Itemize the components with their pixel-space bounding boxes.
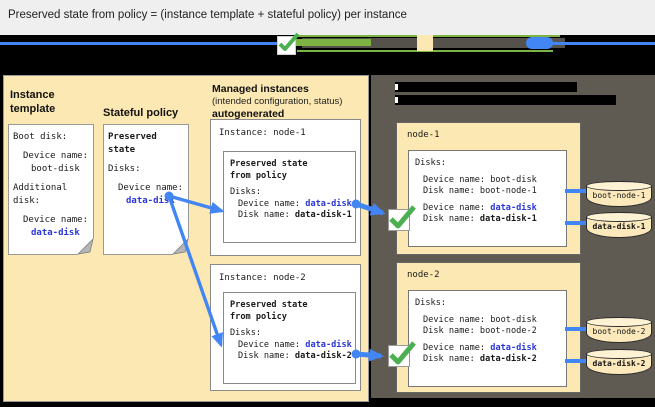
disk-attachment-line [565,327,588,331]
vm-disks-box: Disks: Device name: boot-disk Disk name:… [408,290,567,387]
stateful-check-icon [388,205,416,231]
managed-instances-heading: Managed instances (intended configuratio… [212,83,370,121]
stateful-policy-heading: Stateful policy [103,107,179,119]
boot-disk-value: boot-disk [31,164,80,174]
stateful-policy-doc: Preserved state Disks: Device name: data… [103,124,189,255]
page-fold-icon [77,238,94,255]
legend-stateful-check-icon [277,32,300,55]
boot-disk-line: Disk name: boot-node-1 [423,186,537,196]
disk-label: data-disk-1 [592,222,646,231]
vm-box-node-1: node-1 Disks: Device name: boot-disk Dis… [396,122,581,255]
disk-attachment-line [565,221,588,225]
instance-template-doc: Boot disk: Device name: boot-disk Additi… [8,124,94,255]
disks-label: Disks: [415,158,447,168]
disks-label: Disks: [230,328,262,338]
boot-device-line: Device name: boot-disk [423,174,537,185]
managed-instance-box-node-1: Instance: node-1 Preserved state from po… [210,119,361,256]
instance-template-heading: Instance template [10,89,56,115]
boot-device-line: Device name: boot-disk [423,314,537,325]
managed-instances-heading-line1: Managed instances [212,83,309,95]
data-disk-line: Disk name: data-disk-2 [423,354,537,364]
legend-green-line-bottom [297,50,553,52]
data-disk-value: data-disk [126,196,175,206]
stateful-check-icon [388,341,416,367]
redacted-heading-bar [395,82,577,92]
legend-disk-pill-icon [526,37,553,49]
data-disk-line: Disk name: data-disk-1 [423,214,537,224]
managed-instances-heading-line3: autogenerated [212,108,285,120]
page-fold-icon [172,238,189,255]
disk-attachment-line [565,189,588,193]
legend-attachment-line-right [549,42,655,45]
instance-title: Instance: node-2 [219,273,306,283]
vm-name: node-2 [407,270,440,280]
vm-box-node-2: node-2 Disks: Device name: boot-disk Dis… [396,262,581,393]
device-name-line: Device name: data-disk [238,339,352,350]
preserved-state-title-line2: from policy [230,170,287,181]
instance-title: Instance: node-1 [219,128,306,138]
disk-label: boot-node-1 [592,191,646,200]
data-disk-value: data-disk [31,228,80,238]
disks-label: Disks: [230,187,262,197]
device-name-label: Device name: [118,183,184,193]
legend-attachment-line-left [0,42,278,45]
preserved-state-box: Preserved state from policy Disks: Devic… [223,292,356,384]
disks-label: Disks: [415,298,447,308]
header-strip: Preserved state from policy = (instance … [0,0,655,35]
legend-band [0,32,655,64]
disk-cylinder-data-disk-2: data-disk-2 [586,349,652,375]
disk-cylinder-data-disk-1: data-disk-1 [586,212,652,238]
device-name-label: Device name: [23,151,89,161]
legend-applied-arrow [296,39,371,46]
device-name-label: Device name: [23,215,89,225]
boot-disk-line: Disk name: boot-node-2 [423,326,537,336]
preserved-state-title: Preserved state [108,132,157,155]
preserved-state-title-line1: Preserved state [230,300,308,310]
data-device-line: Device name: data-disk [423,202,537,213]
disks-label: Disks: [108,164,141,174]
managed-instance-box-node-2: Instance: node-2 Preserved state from po… [210,264,361,391]
vm-name: node-1 [407,130,440,140]
managed-instances-heading-line2: (intended configuration, status) [212,96,343,107]
disk-attachment-line [565,359,588,363]
disk-name-line: Disk name: data-disk-1 [238,210,352,220]
disk-cylinder-boot-node-1: boot-node-1 [586,181,652,207]
disk-label: boot-node-2 [592,327,646,336]
preserved-state-title-line2: from policy [230,311,287,322]
legend-instance-swatch [417,35,433,51]
preserved-state-title-line1: Preserved state [230,159,308,169]
disk-label: data-disk-2 [592,359,646,368]
preserved-state-box: Preserved state from policy Disks: Devic… [223,151,356,243]
legend-infrastructure-bar [302,38,565,48]
vm-disks-box: Disks: Device name: boot-disk Disk name:… [408,150,567,247]
page-title: Preserved state from policy = (instance … [8,9,407,21]
data-device-line: Device name: data-disk [423,342,537,353]
disk-cylinder-boot-node-2: boot-node-2 [586,317,652,343]
disk-name-line: Disk name: data-disk-2 [238,351,352,361]
device-name-line: Device name: data-disk [238,198,352,209]
redacted-heading-bar [395,95,616,105]
additional-disk-label: Additional disk: [13,183,68,206]
boot-disk-label: Boot disk: [13,132,68,142]
